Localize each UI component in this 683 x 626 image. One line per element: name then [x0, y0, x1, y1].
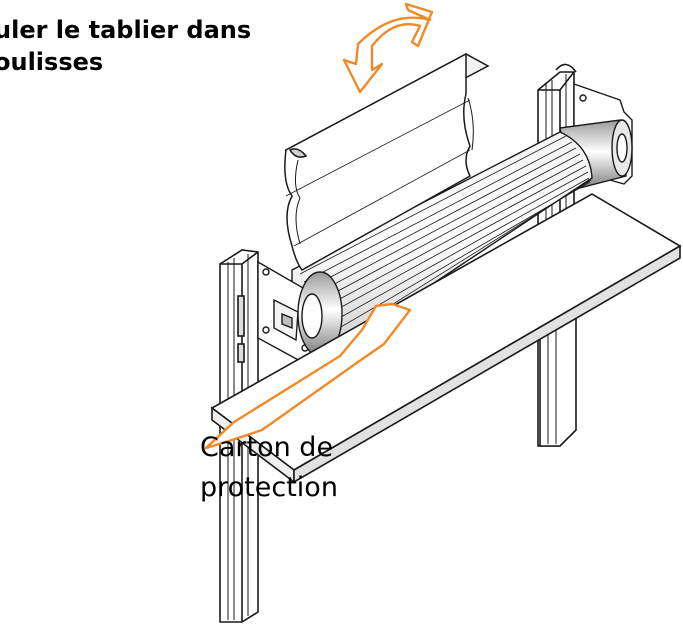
roller-end-cap — [297, 271, 343, 357]
insert-arrow-icon — [204, 302, 412, 450]
instruction-heading-line-1: uler le tablier dans — [0, 16, 252, 44]
apron-slat — [284, 52, 490, 271]
left-bracket — [257, 260, 315, 363]
protection-board — [210, 193, 682, 484]
protection-callout-line-1: Carton de — [200, 432, 334, 463]
instruction-heading-line-2: oulisses — [0, 48, 104, 76]
instruction-heading: uler le tablier dans oulisses — [0, 14, 251, 78]
protection-callout: Carton de protection — [200, 428, 338, 508]
curved-rotate-arrow-icon — [342, 2, 434, 94]
protection-callout-line-2: protection — [200, 472, 338, 503]
